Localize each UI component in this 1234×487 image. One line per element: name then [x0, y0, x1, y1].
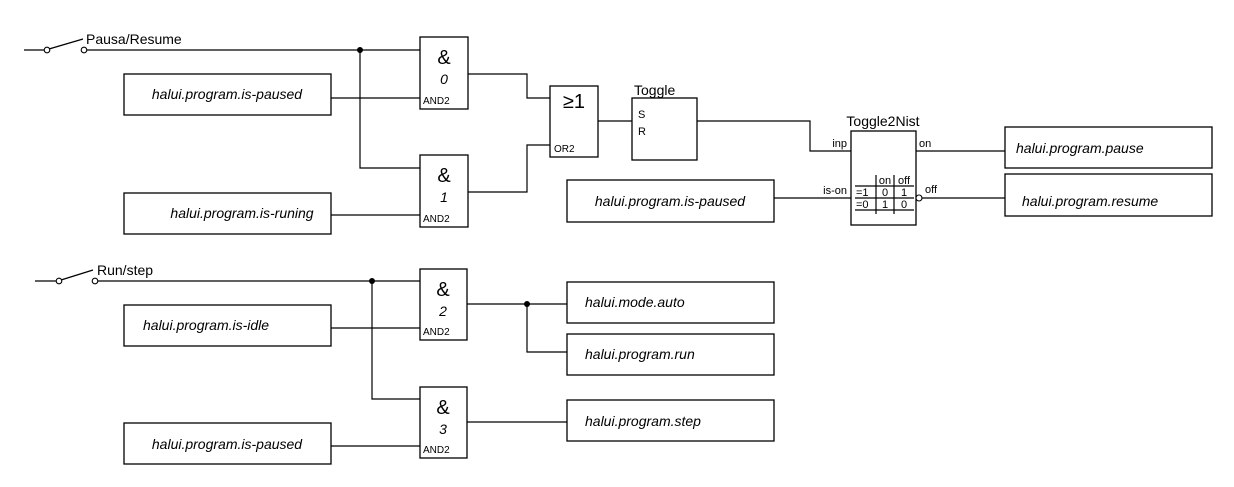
svg-text:halui.program.pause: halui.program.pause: [1016, 140, 1144, 156]
svg-text:=0: =0: [856, 199, 869, 211]
svg-text:1: 1: [440, 189, 448, 205]
toggle-block[interactable]: Toggle S R: [631, 82, 698, 161]
inverter-bubble-icon: [915, 194, 923, 202]
svg-text:1: 1: [901, 187, 907, 199]
switch-label: Run/step: [97, 262, 153, 278]
svg-text:halui.program.step: halui.program.step: [585, 413, 701, 429]
svg-text:halui.program.is-paused: halui.program.is-paused: [152, 86, 303, 102]
svg-text:inp: inp: [832, 138, 847, 150]
svg-text:halui.program.is-runing: halui.program.is-runing: [170, 205, 313, 221]
svg-text:0: 0: [882, 187, 888, 199]
svg-text:AND2: AND2: [423, 214, 450, 225]
switch-lever: [60, 269, 94, 281]
svg-text:off: off: [898, 175, 911, 187]
svg-text:on: on: [879, 175, 891, 187]
signal-box-is-paused-mid[interactable]: halui.program.is-paused: [566, 179, 775, 223]
svg-text:halui.program.resume: halui.program.resume: [1022, 193, 1158, 209]
signal-box-run[interactable]: halui.program.run: [566, 333, 775, 376]
svg-text:S: S: [638, 109, 645, 121]
svg-text:Toggle: Toggle: [634, 82, 675, 98]
svg-text:AND2: AND2: [423, 445, 450, 456]
svg-text:halui.program.run: halui.program.run: [585, 346, 695, 362]
svg-text:1: 1: [882, 199, 888, 211]
and-gate-0[interactable]: & 0 AND2: [419, 36, 469, 110]
svg-text:AND2: AND2: [423, 327, 450, 338]
switch-pausa-resume[interactable]: Pausa/Resume: [24, 31, 182, 54]
and-gate-2[interactable]: & 2 AND2: [419, 268, 468, 341]
svg-text:&: &: [436, 279, 450, 301]
svg-text:halui.program.is-paused: halui.program.is-paused: [152, 436, 303, 452]
wire: [371, 281, 420, 400]
signal-box-pause[interactable]: halui.program.pause: [1004, 126, 1213, 169]
svg-text:AND2: AND2: [423, 96, 450, 107]
signal-box-step[interactable]: halui.program.step: [566, 399, 775, 442]
wire: [468, 73, 550, 99]
svg-text:Toggle2Nist: Toggle2Nist: [846, 113, 919, 129]
svg-text:2: 2: [438, 303, 447, 319]
switch-label: Pausa/Resume: [86, 31, 182, 47]
svg-text:&: &: [437, 47, 451, 69]
switch-run-step[interactable]: Run/step: [35, 262, 153, 285]
wire: [526, 304, 567, 353]
signal-box-is-paused-bottom[interactable]: halui.program.is-paused: [123, 422, 332, 465]
toggle2nist-block[interactable]: Toggle2Nist inp is-on on off on off =1 0…: [823, 113, 938, 226]
and-gate-1[interactable]: & 1 AND2: [419, 154, 469, 228]
svg-text:≥1: ≥1: [563, 91, 585, 113]
svg-text:3: 3: [439, 421, 447, 437]
svg-text:0: 0: [440, 71, 448, 87]
signal-box-resume[interactable]: halui.program.resume: [1004, 173, 1213, 217]
svg-text:is-on: is-on: [823, 185, 847, 197]
svg-text:halui.program.is-idle: halui.program.is-idle: [143, 317, 269, 333]
signal-box-is-paused[interactable]: halui.program.is-paused: [123, 73, 332, 116]
svg-text:=1: =1: [856, 187, 869, 199]
svg-text:off: off: [925, 184, 938, 196]
switch-lever: [48, 38, 84, 50]
switch-contact-icon: [55, 277, 63, 285]
or-gate[interactable]: ≥1 OR2: [549, 85, 599, 158]
svg-text:halui.program.is-paused: halui.program.is-paused: [595, 193, 746, 209]
svg-text:&: &: [436, 397, 450, 419]
wire: [359, 50, 420, 169]
truth-table: on off =1 0 1 =0 1 0: [855, 175, 914, 214]
and-gate-3[interactable]: & 3 AND2: [419, 386, 468, 459]
wire: [697, 120, 851, 152]
svg-text:on: on: [919, 138, 931, 150]
svg-text:OR2: OR2: [554, 144, 575, 155]
signal-box-mode-auto[interactable]: halui.mode.auto: [566, 281, 775, 324]
switch-contact-icon: [43, 46, 51, 54]
wire: [468, 144, 550, 193]
switch-contact-icon: [91, 277, 99, 285]
signal-box-is-idle[interactable]: halui.program.is-idle: [123, 304, 332, 347]
signal-box-is-runing[interactable]: halui.program.is-runing: [123, 192, 332, 235]
svg-text:&: &: [437, 165, 451, 187]
svg-text:halui.mode.auto: halui.mode.auto: [585, 294, 685, 310]
svg-text:0: 0: [901, 199, 907, 211]
switch-contact-icon: [80, 46, 88, 54]
svg-text:R: R: [638, 126, 646, 138]
